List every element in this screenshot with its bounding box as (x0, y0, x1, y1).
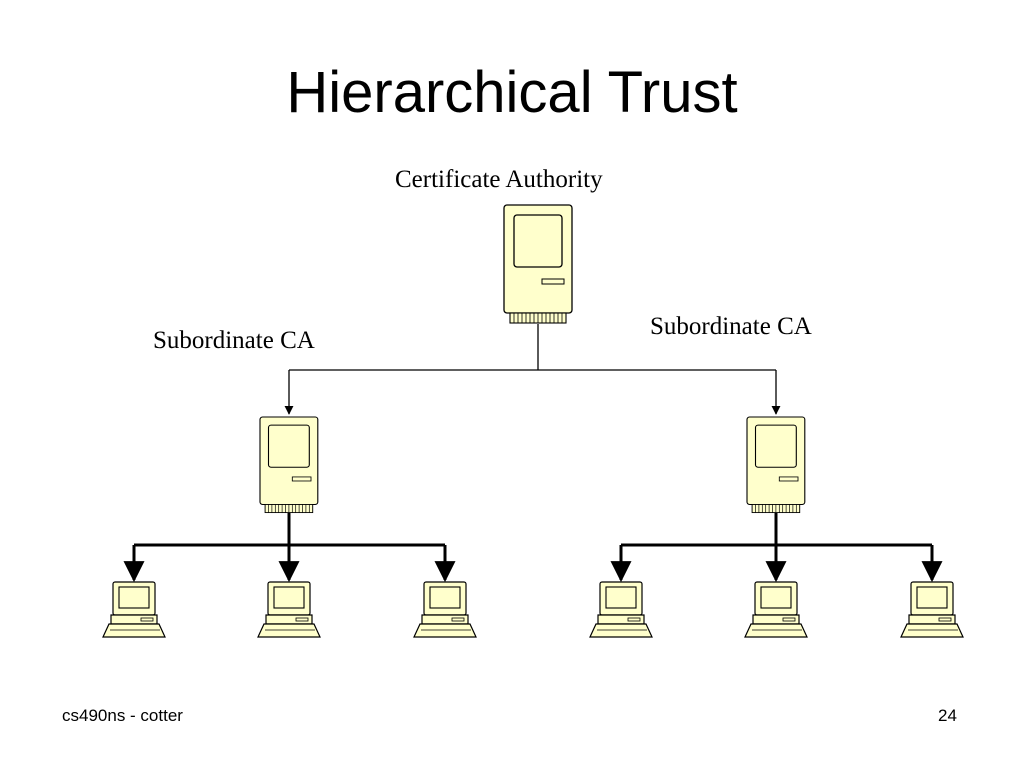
desktop-computer-icon (589, 581, 653, 638)
right-subordinate-connector (610, 506, 943, 583)
desktop-computer-icon (744, 581, 808, 638)
footer-course: cs490ns - cotter (62, 706, 183, 725)
certificate-authority-label: Certificate Authority (395, 166, 603, 193)
desktop-computer-icon (900, 581, 964, 638)
desktop-computer-icon (102, 581, 166, 638)
left-subordinate-connector (123, 506, 456, 583)
server-computer-icon (503, 204, 573, 324)
slide-title: Hierarchical Trust (286, 60, 738, 125)
page-number: 24 (938, 706, 957, 725)
subordinate-ca-label-right: Subordinate CA (650, 313, 812, 340)
desktop-computer-icon (257, 581, 321, 638)
server-computer-icon (259, 416, 319, 514)
server-computer-icon (746, 416, 806, 514)
root-connector (284, 324, 781, 415)
subordinate-ca-label-left: Subordinate CA (153, 327, 315, 354)
desktop-computer-icon (413, 581, 477, 638)
